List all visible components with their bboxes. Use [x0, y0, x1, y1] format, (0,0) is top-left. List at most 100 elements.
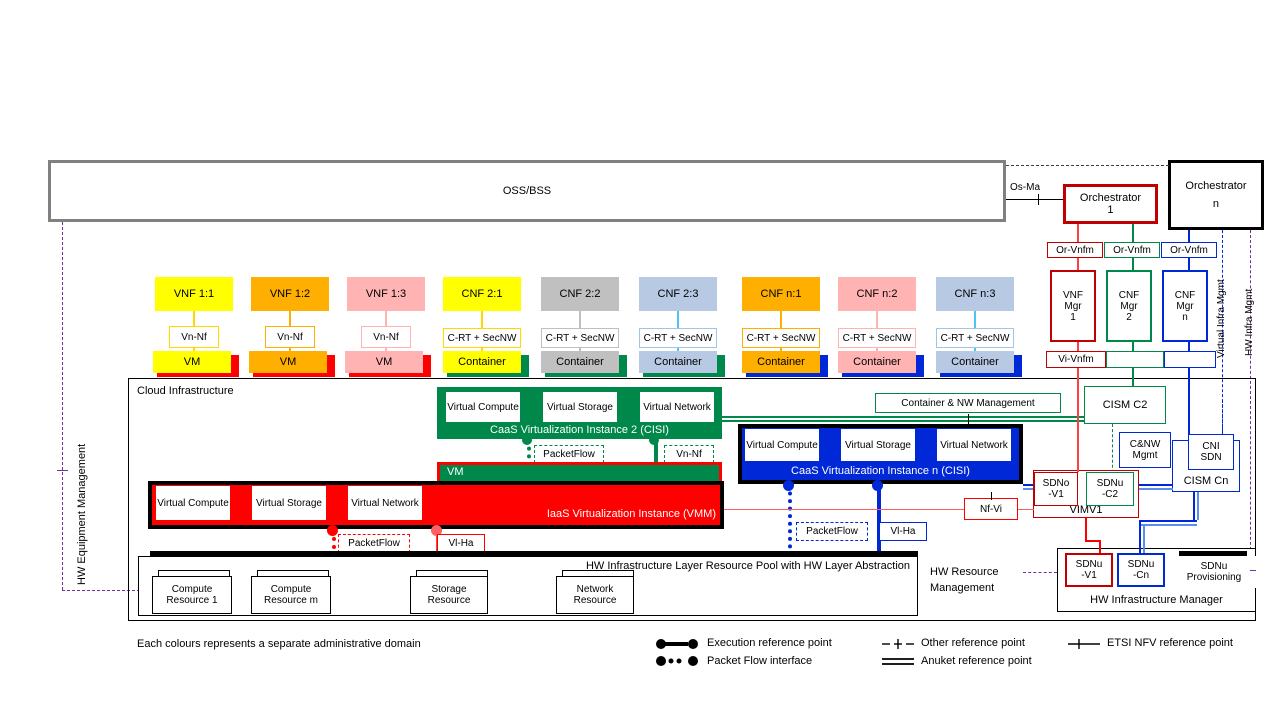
cni-sdn-box[interactable]: CNI SDN [1188, 434, 1234, 470]
cisi2-packetflow-chip[interactable]: PacketFlow [534, 445, 604, 463]
nf-unit-6[interactable]: Container [742, 351, 820, 373]
legend-packetflow-icon [656, 656, 698, 666]
hw-resource-mgmt-l1: HW Resource [930, 566, 999, 578]
nf-box-4[interactable]: CNF 2:2 [541, 277, 619, 311]
hw-resource-1-l1: Compute [270, 584, 312, 595]
sdnu-c2-l2: -C2 [1101, 489, 1119, 500]
nf-unit-0[interactable]: VM [153, 351, 231, 373]
cisin-virtual-network-label: Virtual Network [940, 439, 1008, 451]
vmm-virtual-storage[interactable]: Virtual Storage [252, 486, 326, 520]
nf-vi-chip[interactable]: Nf-Vi [964, 498, 1018, 520]
nf-box-1[interactable]: VNF 1:2 [251, 277, 329, 311]
vmm-virtual-compute-label: Virtual Compute [157, 497, 229, 509]
nf-box-0[interactable]: VNF 1:1 [155, 277, 233, 311]
cisin-title: CaaS Virtualization Instance n (CISI) [791, 464, 970, 477]
sdnu-c2-box[interactable]: SDNu -C2 [1086, 472, 1134, 506]
sdno-v1-l1: SDNo [1042, 478, 1070, 489]
nf-box-8[interactable]: CNF n:3 [936, 277, 1014, 311]
os-ma-tick [1038, 194, 1039, 205]
nf-rp-2[interactable]: Vn-Nf [361, 326, 411, 348]
virtual-infra-mgmt-rail [1222, 230, 1223, 432]
nf-rp-7[interactable]: C-RT + SecNW [838, 328, 916, 348]
cnf-manager-n-l1: CNF [1174, 289, 1196, 301]
cnf-manager-2-l3: 2 [1126, 311, 1132, 323]
legend-anuket-label: Anuket reference point [921, 655, 1032, 667]
sdno-v1-box[interactable]: SDNo -V1 [1034, 472, 1078, 506]
hw-resource-3-l2: Resource [573, 595, 617, 606]
nf-rp-4[interactable]: C-RT + SecNW [541, 328, 619, 348]
cnw-mgmt-box[interactable]: C&NW Mgmt [1119, 432, 1171, 468]
hwim-port-sdnu-provisioning[interactable]: SDNu Provisioning [1172, 556, 1256, 588]
vmm-virtual-compute[interactable]: Virtual Compute [156, 486, 230, 520]
hwim-port-1-l1: SDNu [1127, 559, 1155, 570]
cnf-manager-2[interactable]: CNF Mgr 2 [1106, 270, 1152, 342]
hwim-port-sdnu-v1[interactable]: SDNu -V1 [1065, 553, 1113, 587]
nf-unit-1[interactable]: VM [249, 351, 327, 373]
cnf-manager-n[interactable]: CNF Mgr n [1162, 270, 1208, 342]
orchestrator-n[interactable]: Orchestrator n [1168, 160, 1264, 230]
cism-c2[interactable]: CISM C2 [1084, 386, 1166, 424]
orchestrator-1[interactable]: Orchestrator 1 [1063, 184, 1158, 224]
nf-rp-1[interactable]: Vn-Nf [265, 326, 315, 348]
os-ma-label: Os-Ma [1010, 182, 1040, 193]
cisin-vlha-line [877, 484, 881, 556]
nf-box-6[interactable]: CNF n:1 [742, 277, 820, 311]
cisi2-virtual-network[interactable]: Virtual Network [640, 392, 714, 422]
cnf-manager-2-l2: Mgr [1120, 300, 1138, 312]
or-vnfm-line-2 [1132, 224, 1134, 250]
hw-resource-2[interactable]: Storage Resource [410, 576, 488, 614]
nf-unit-2[interactable]: VM [345, 351, 423, 373]
nf-box-2[interactable]: VNF 1:3 [347, 277, 425, 311]
nf-box-7[interactable]: CNF n:2 [838, 277, 916, 311]
vi-vnfm-chip-2[interactable] [1106, 351, 1164, 368]
container-nw-management-chip[interactable]: Container & NW Management [875, 393, 1061, 413]
vmm-virtual-storage-label: Virtual Storage [256, 497, 322, 509]
nf-rp-6[interactable]: C-RT + SecNW [742, 328, 820, 348]
cisin-packetflow-chip[interactable]: PacketFlow [796, 522, 868, 541]
nf-rp-0[interactable]: Vn-Nf [169, 326, 219, 348]
cisin-virtual-compute[interactable]: Virtual Compute [745, 429, 819, 461]
or-vnfm-chip-2[interactable]: Or-Vnfm [1104, 242, 1160, 258]
vmm-virtual-network[interactable]: Virtual Network [348, 486, 422, 520]
hw-resource-2-l2: Resource [427, 595, 471, 606]
cisin-virtual-network[interactable]: Virtual Network [937, 429, 1011, 461]
legend-packetflow-label: Packet Flow interface [707, 655, 813, 667]
vnf-manager-1-l2: Mgr [1064, 300, 1082, 312]
nf-box-5[interactable]: CNF 2:3 [639, 277, 717, 311]
or-vnfm-chip-3[interactable]: Or-Vnfm [1161, 242, 1217, 258]
hwim-port-0-l2: -V1 [1081, 570, 1097, 581]
vi-vnfm-chip-3[interactable] [1164, 351, 1216, 368]
mgr-line-1 [1077, 258, 1079, 270]
nf-rp-3[interactable]: C-RT + SecNW [443, 328, 521, 348]
cisi2-vnnf-chip[interactable]: Vn-Nf [664, 445, 714, 463]
ossbss-box[interactable]: OSS/BSS [48, 160, 1006, 222]
vmm-panel[interactable] [148, 481, 724, 529]
hw-resource-3[interactable]: Network Resource [556, 576, 634, 614]
hw-resource-1[interactable]: Compute Resource m [251, 576, 331, 614]
vi-vnfm-chip-1[interactable]: Vi-Vnfm [1046, 351, 1106, 368]
vnf-manager-1[interactable]: VNF Mgr 1 [1050, 270, 1096, 342]
cni-sdn-l1: CNI [1202, 441, 1220, 452]
hw-resource-0[interactable]: Compute Resource 1 [152, 576, 232, 614]
nf-rp-5[interactable]: C-RT + SecNW [639, 328, 717, 348]
nf-vi-rail-right [1018, 509, 1034, 510]
cisin-virtual-storage[interactable]: Virtual Storage [841, 429, 915, 461]
cisin-vlha-chip[interactable]: Vl-Ha [879, 522, 927, 541]
nf-unit-7[interactable]: Container [838, 351, 916, 373]
hwim-port-sdnu-cn[interactable]: SDNu -Cn [1117, 553, 1165, 587]
nf-rp-8[interactable]: C-RT + SecNW [936, 328, 1014, 348]
cisin-vlha-dot-top [872, 480, 883, 491]
cisi2-virtual-storage[interactable]: Virtual Storage [543, 392, 617, 422]
nf-unit-4[interactable]: Container [541, 351, 619, 373]
nf-vi-tick [991, 492, 992, 500]
nf-unit-3[interactable]: Container [443, 351, 521, 373]
cisi2-virtual-compute[interactable]: Virtual Compute [446, 392, 520, 422]
nf-unit-5[interactable]: Container [639, 351, 717, 373]
hwim-port-2-l1: SDNu [1200, 561, 1228, 572]
hw-infra-mgmt-label: HW Infra Mgmt [1244, 288, 1255, 356]
nf-unit-8[interactable]: Container [936, 351, 1014, 373]
vim-to-hwim-red-v [1085, 518, 1087, 540]
or-vnfm-chip-1[interactable]: Or-Vnfm [1047, 242, 1103, 258]
hw-equipment-mgmt-rail-bottom [62, 590, 170, 591]
nf-box-3[interactable]: CNF 2:1 [443, 277, 521, 311]
